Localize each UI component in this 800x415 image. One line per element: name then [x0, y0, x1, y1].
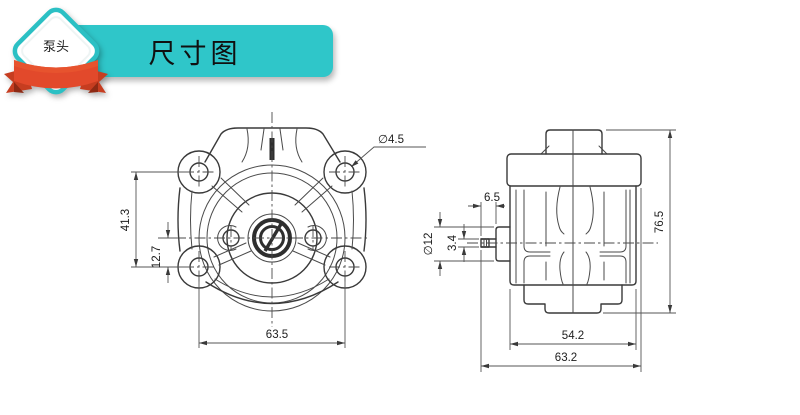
side-view: 6.5 ∅12 3.4: [423, 129, 676, 372]
spokes: [211, 177, 333, 266]
leader-hole-diameter: ∅4.5: [351, 134, 426, 167]
dimension-horizontal-63-5: 63.5: [198, 277, 346, 348]
shaft-boss: [480, 226, 511, 262]
title-banner: 尺寸图: [57, 25, 333, 77]
motor-section-lines: [523, 186, 627, 285]
page-title: 尺寸图: [148, 38, 242, 69]
dim-label-6-5: 6.5: [484, 192, 500, 204]
dim-label-4-5: ∅4.5: [378, 134, 404, 146]
key-slot: [269, 138, 275, 160]
dim-label-63-5: 63.5: [266, 329, 288, 341]
dim-label-76-5: 76.5: [654, 211, 666, 233]
dimension-vertical-41-3: 41.3: [120, 171, 193, 268]
pump-head-badge: 泵头: [4, 7, 108, 95]
dimension-shaft-length: 6.5: [468, 192, 505, 236]
dim-label-63-2: 63.2: [555, 352, 577, 364]
ribbon-icon: [4, 60, 108, 93]
dimension-overall-height: 76.5: [603, 129, 676, 314]
dim-label-41-3: 41.3: [120, 209, 132, 231]
front-view: 41.3 12.7 63.5: [120, 112, 426, 348]
dimension-shaft-diameter: 3.4: [447, 224, 479, 262]
dim-label-12-7: 12.7: [151, 246, 163, 268]
dim-label-3-4: 3.4: [447, 234, 459, 251]
dim-label-54-2: 54.2: [562, 330, 584, 342]
badge-label: 泵头: [43, 39, 69, 54]
dimension-overall-depth: 63.2: [480, 188, 642, 372]
dimension-body-depth: 54.2: [509, 289, 637, 350]
dimension-vertical-12-7: 12.7: [151, 222, 178, 283]
dim-label-dia-12: ∅12: [423, 233, 435, 256]
